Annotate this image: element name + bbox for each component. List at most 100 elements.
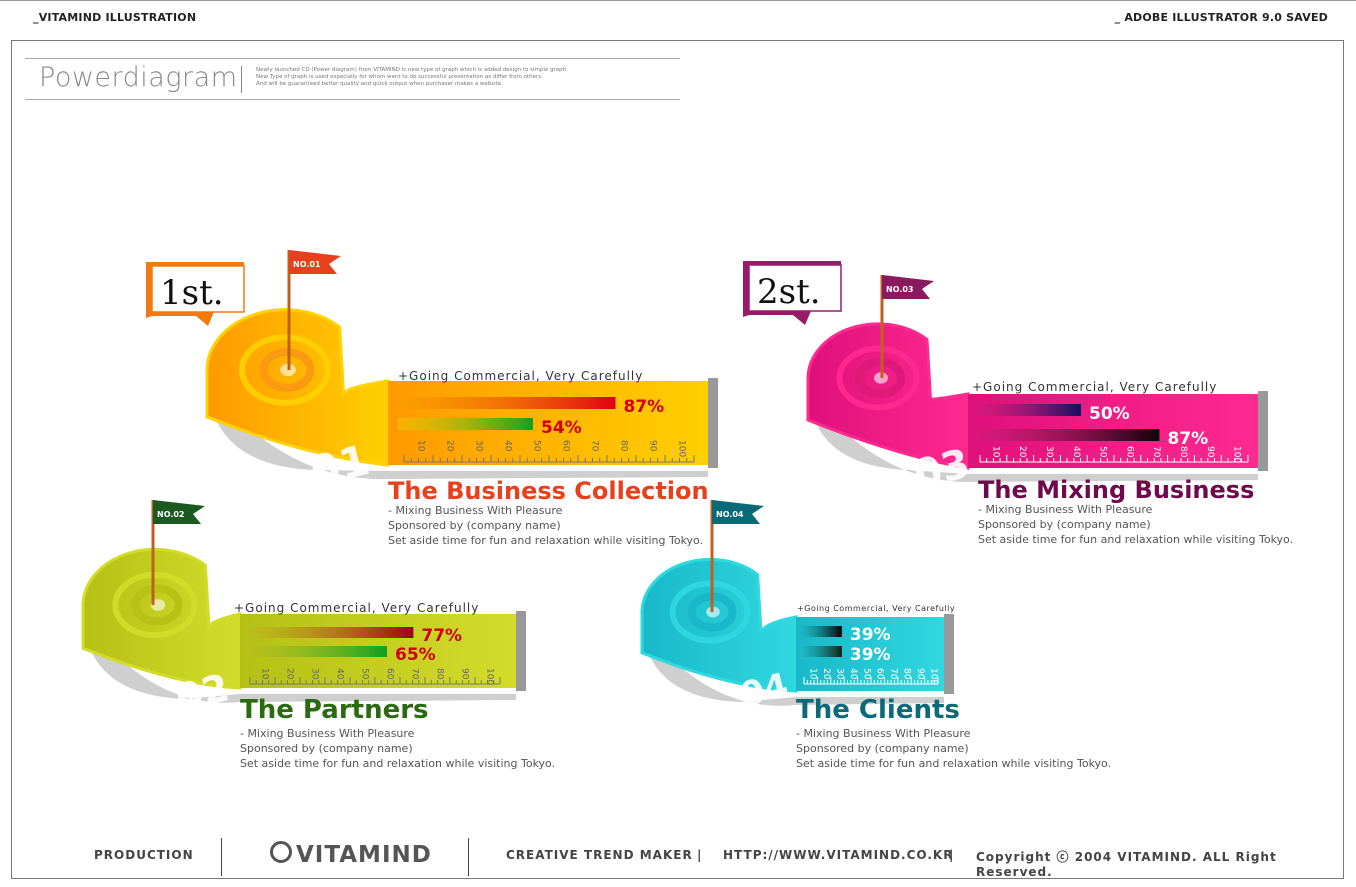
footer-sep: | <box>697 848 703 862</box>
flag-label: NO.04 <box>716 510 744 519</box>
block2-line: - Mixing Business With Pleasure <box>240 727 415 740</box>
scale-tick-label: 60 <box>875 668 885 680</box>
block4-line: Set aside time for fun and relaxation wh… <box>796 757 1112 770</box>
footer-url-link[interactable]: HTTP://WWW.VITAMIND.CO.KR <box>723 848 954 862</box>
block4-line: Sponsored by (company name) <box>796 742 969 755</box>
scale-tick-label: 50 <box>360 668 370 680</box>
bar-value-label: 87% <box>1167 429 1208 449</box>
bar-1 <box>975 404 1081 416</box>
title-desc-line: New Type of graph is used especially for… <box>256 74 543 80</box>
scale-tick-label: 100 <box>1232 446 1242 463</box>
block2-title: The Partners <box>240 695 429 725</box>
scale-tick-label: 90 <box>460 668 470 680</box>
block4-note: +Going Commercial, Very Carefully <box>797 604 956 613</box>
bar-value-label: 65% <box>395 645 436 665</box>
scale-tick-label: 100 <box>928 668 938 685</box>
footer-logo[interactable]: VITAMIND <box>270 840 432 868</box>
scale-tick-label: 20 <box>821 668 831 680</box>
flag-icon <box>153 500 205 524</box>
block4-title: The Clients <box>796 695 960 725</box>
scale-tick-label: 10 <box>260 668 270 680</box>
flag-label: NO.02 <box>157 510 185 519</box>
scale-tick-label: 70 <box>1151 446 1161 458</box>
bar-value-label: 87% <box>624 397 665 417</box>
scale-tick-label: 70 <box>888 668 898 680</box>
scale-tick-label: 90 <box>915 668 925 680</box>
block1-line: Sponsored by (company name) <box>388 519 561 532</box>
flag-icon <box>712 500 764 524</box>
logo-mark-icon <box>270 841 292 863</box>
spiral-ring <box>669 580 751 644</box>
scale-tick-label: 20 <box>445 440 455 452</box>
bar-1 <box>398 397 616 409</box>
page-title: Powerdiagram <box>39 62 238 93</box>
scale-tick-label: 50 <box>1098 446 1108 458</box>
rank-badge-face <box>151 265 245 313</box>
spiral-ring <box>259 348 315 392</box>
scale-tick-label: 80 <box>435 668 445 680</box>
bar-2 <box>244 646 387 657</box>
scale-tick-label: 80 <box>902 668 912 680</box>
block3-line: Sponsored by (company name) <box>978 518 1151 531</box>
block1-title: The Business Collection <box>388 477 709 505</box>
scale-tick-label: 100 <box>485 668 495 685</box>
flag-icon <box>882 275 934 299</box>
block2-line: Sponsored by (company name) <box>240 742 413 755</box>
scale-tick-label: 90 <box>648 440 658 452</box>
logo-text: VITAMIND <box>296 842 432 868</box>
rank-label: 2st. <box>757 272 821 312</box>
rank-label: 1st. <box>160 273 224 313</box>
spiral-ring <box>239 334 331 406</box>
scale-tick-label: 40 <box>848 668 858 680</box>
scale-tick-label: 60 <box>1124 446 1134 458</box>
footer-sep: | <box>949 848 955 862</box>
scale-tick-label: 20 <box>1017 446 1027 458</box>
footer-tagline: CREATIVE TREND MAKER <box>506 848 693 862</box>
header-right-label: _ ADOBE ILLUSTRATOR 9.0 SAVED <box>1114 11 1328 24</box>
flag-icon <box>289 250 341 274</box>
block1-note: +Going Commercial, Very Carefully <box>398 369 644 383</box>
block3-lines: - Mixing Business With Pleasure Sponsore… <box>978 502 1293 547</box>
scale-tick-label: 10 <box>416 440 426 452</box>
flag-label: NO.01 <box>293 260 321 269</box>
block3-note: +Going Commercial, Very Carefully <box>972 380 1218 394</box>
scale-tick-label: 60 <box>385 668 395 680</box>
band-end-cap <box>708 378 718 468</box>
scale-tick-label: 30 <box>835 668 845 680</box>
bar-value-label: 54% <box>541 418 582 438</box>
scale-tick-label: 10 <box>990 446 1000 458</box>
bar-1 <box>799 626 842 637</box>
scale-tick-label: 30 <box>1044 446 1054 458</box>
bar-value-label: 39% <box>850 625 891 645</box>
band-end-cap <box>944 614 954 694</box>
block1-line: - Mixing Business With Pleasure <box>388 504 563 517</box>
title-description: Newly launched CD (Power diagram) from V… <box>256 67 676 88</box>
bar-2 <box>799 646 842 657</box>
bar-value-label: 39% <box>850 645 891 665</box>
block3-title: The Mixing Business <box>978 476 1255 504</box>
scale-tick-label: 40 <box>335 668 345 680</box>
top-rule <box>0 0 1356 1</box>
scale-tick-label: 80 <box>1178 446 1188 458</box>
title-bar: Powerdiagram Newly launched CD (Power di… <box>25 58 680 100</box>
footer-production: PRODUCTION <box>94 848 194 862</box>
block1-lines: - Mixing Business With Pleasure Sponsore… <box>388 503 703 548</box>
spiral-ring <box>836 345 920 411</box>
scale-tick-label: 70 <box>410 668 420 680</box>
footer-copyright: Copyright ⓒ 2004 VITAMIND. ALL Right Res… <box>976 850 1277 879</box>
scale-tick-label: 10 <box>808 668 818 680</box>
title-desc-line: Newly launched CD (Power diagram) from V… <box>256 67 568 73</box>
band-end-cap <box>1258 391 1268 471</box>
footer-divider <box>221 838 222 876</box>
footer-divider <box>468 838 469 876</box>
block3-line: Set aside time for fun and relaxation wh… <box>978 533 1294 546</box>
block2-lines: - Mixing Business With Pleasure Sponsore… <box>240 726 555 771</box>
band-end-cap <box>516 611 526 691</box>
block4-line: - Mixing Business With Pleasure <box>796 727 971 740</box>
spiral-ring <box>112 571 198 639</box>
title-desc-line: And will be guaranteed better quality an… <box>256 81 503 87</box>
scale-tick-label: 30 <box>310 668 320 680</box>
header-left-label: _VITAMIND ILLUSTRATION <box>33 11 197 24</box>
scale-tick-label: 20 <box>285 668 295 680</box>
